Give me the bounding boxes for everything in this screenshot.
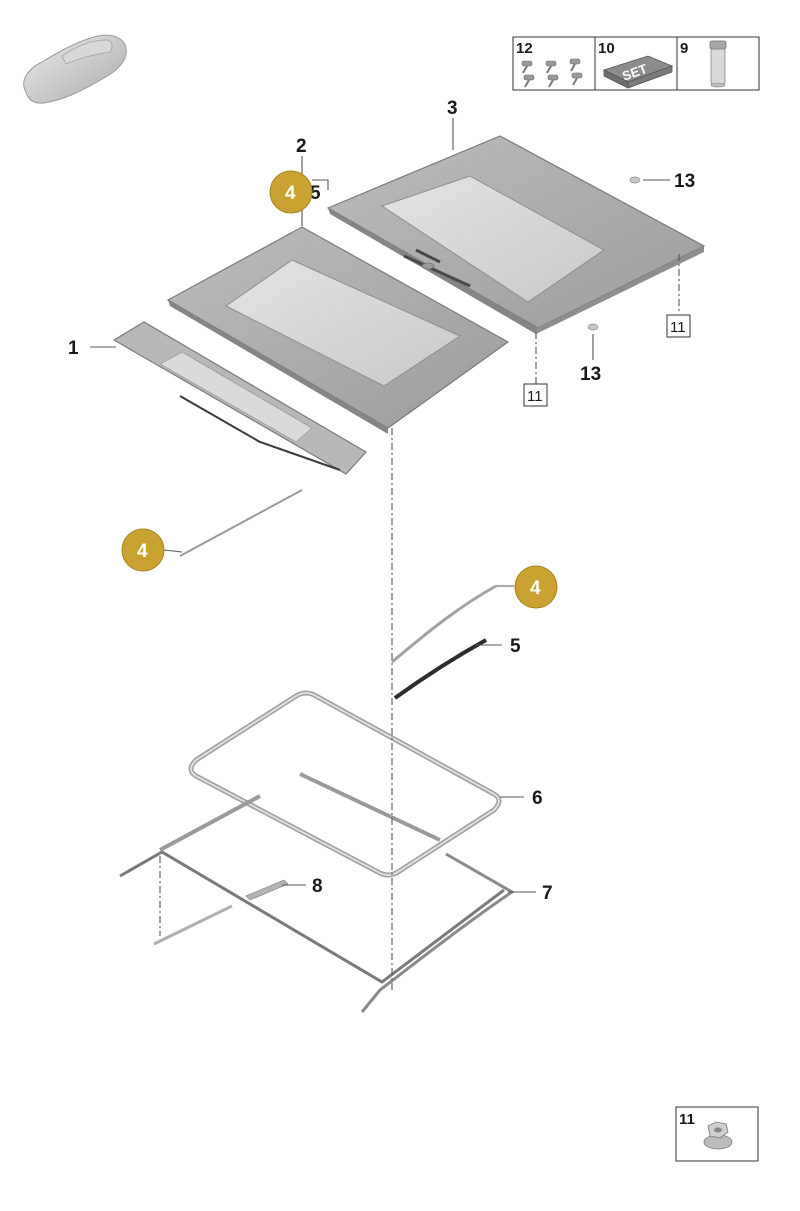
part-13-clip-upper[interactable] — [629, 176, 641, 184]
badge-4-top[interactable]: 4 — [269, 170, 313, 214]
flange-nut-icon — [703, 1121, 733, 1150]
callout-2[interactable]: 2 — [296, 136, 307, 157]
badge-4-right-text: 4 — [530, 578, 541, 599]
callout-6[interactable]: 6 — [532, 788, 543, 809]
set-package-icon: SET — [602, 55, 674, 89]
part-4-seal-strips[interactable] — [179, 489, 497, 664]
square-callout-11-right-text: 11 — [670, 319, 686, 336]
leader-lines — [90, 118, 670, 893]
part-2-glass-panel[interactable] — [166, 226, 510, 434]
part-1-wind-deflector[interactable] — [112, 321, 367, 475]
kit-box-group: 12 10 9 SET — [512, 36, 760, 91]
fastener-box-11-number: 11 — [679, 1111, 695, 1128]
square-callout-11-left-text: 11 — [527, 388, 543, 405]
square-callout-11-right[interactable]: 11 — [666, 314, 691, 338]
part-6-frame-seal[interactable] — [188, 690, 502, 878]
part-7-roof-frame-lower[interactable] — [119, 772, 515, 1013]
badge-4-left[interactable]: 4 — [121, 528, 165, 572]
part-5-seal[interactable] — [393, 638, 487, 700]
badge-4-top-text: 4 — [285, 183, 296, 204]
callout-5-upper[interactable]: 5 — [310, 183, 321, 204]
callout-13-lower[interactable]: 13 — [580, 364, 601, 385]
callout-8[interactable]: 8 — [312, 876, 323, 897]
screws-icon — [521, 58, 583, 88]
badge-4-right[interactable]: 4 — [514, 565, 558, 609]
adhesive-tube-icon — [709, 40, 727, 88]
square-callout-11-left[interactable]: 11 — [523, 383, 548, 407]
part-3-roof-frame[interactable] — [326, 135, 706, 334]
kit-box-12-number: 12 — [516, 40, 533, 57]
callout-1[interactable]: 1 — [68, 338, 79, 359]
part-13-clip-lower[interactable] — [587, 323, 599, 331]
kit-box-10-number: 10 — [598, 40, 615, 57]
assembly-lines — [159, 254, 680, 990]
fastener-box-11[interactable]: 11 — [675, 1106, 759, 1162]
callout-5-lower[interactable]: 5 — [510, 636, 521, 657]
callout-7[interactable]: 7 — [542, 883, 553, 904]
kit-box-9-number: 9 — [680, 40, 688, 57]
vehicle-thumbnail-icon — [23, 34, 127, 104]
badge-4-left-text: 4 — [137, 541, 148, 562]
callout-13-upper[interactable]: 13 — [674, 171, 695, 192]
callout-3[interactable]: 3 — [447, 98, 458, 119]
part-8-strip[interactable] — [245, 879, 289, 901]
